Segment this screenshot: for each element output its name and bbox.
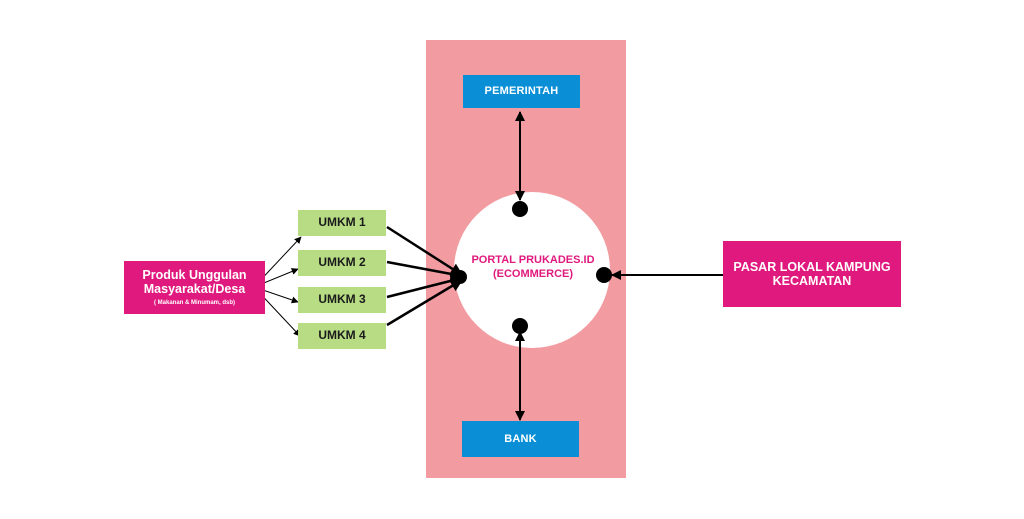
portal-label-line2: (ECOMMERCE): [492, 267, 574, 280]
umkm-label-1: UMKM 1: [318, 215, 366, 230]
pasar-box: PASAR LOKAL KAMPUNG KECAMATAN: [723, 241, 901, 307]
dot-portal-top: [512, 201, 528, 217]
pemerintah-label: PEMERINTAH: [484, 85, 559, 98]
umkm-label-2: UMKM 2: [318, 255, 366, 270]
produk-box: Produk Unggulan Masyarakat/Desa ( Makana…: [124, 261, 265, 314]
pasar-label-line1: PASAR LOKAL KAMPUNG: [733, 259, 891, 274]
portal-label-line1: PORTAL PRUKADES.ID: [471, 254, 595, 266]
umkm-label-4: UMKM 4: [318, 328, 366, 343]
produk-note: ( Makanan & Minumam, dsb): [153, 300, 235, 307]
arrow-umkm1-portal: [386, 225, 464, 277]
dot-portal-right: [596, 267, 612, 283]
umkm-box-3: UMKM 3: [298, 287, 386, 313]
bank-box: BANK: [462, 421, 579, 457]
produk-label-line2: Masyarakat/Desa: [143, 282, 246, 297]
arrow-umkm2-portal: [386, 260, 464, 281]
arrow-umkm4-portal: [386, 278, 464, 327]
portal-label: PORTAL PRUKADES.ID (ECOMMERCE): [458, 254, 608, 282]
produk-label-line1: Produk Unggulan: [142, 267, 247, 282]
pasar-label-line2: KECAMATAN: [772, 274, 852, 288]
portal-circle: [454, 192, 610, 348]
umkm-box-2: UMKM 2: [298, 250, 386, 276]
dot-portal-bottom: [512, 318, 528, 334]
dot-portal-left: [453, 270, 467, 284]
umkm-box-4: UMKM 4: [298, 323, 386, 349]
umkm-label-3: UMKM 3: [318, 292, 366, 307]
pemerintah-box: PEMERINTAH: [463, 75, 580, 108]
umkm-box-1: UMKM 1: [298, 210, 386, 236]
bank-label: BANK: [504, 432, 537, 445]
